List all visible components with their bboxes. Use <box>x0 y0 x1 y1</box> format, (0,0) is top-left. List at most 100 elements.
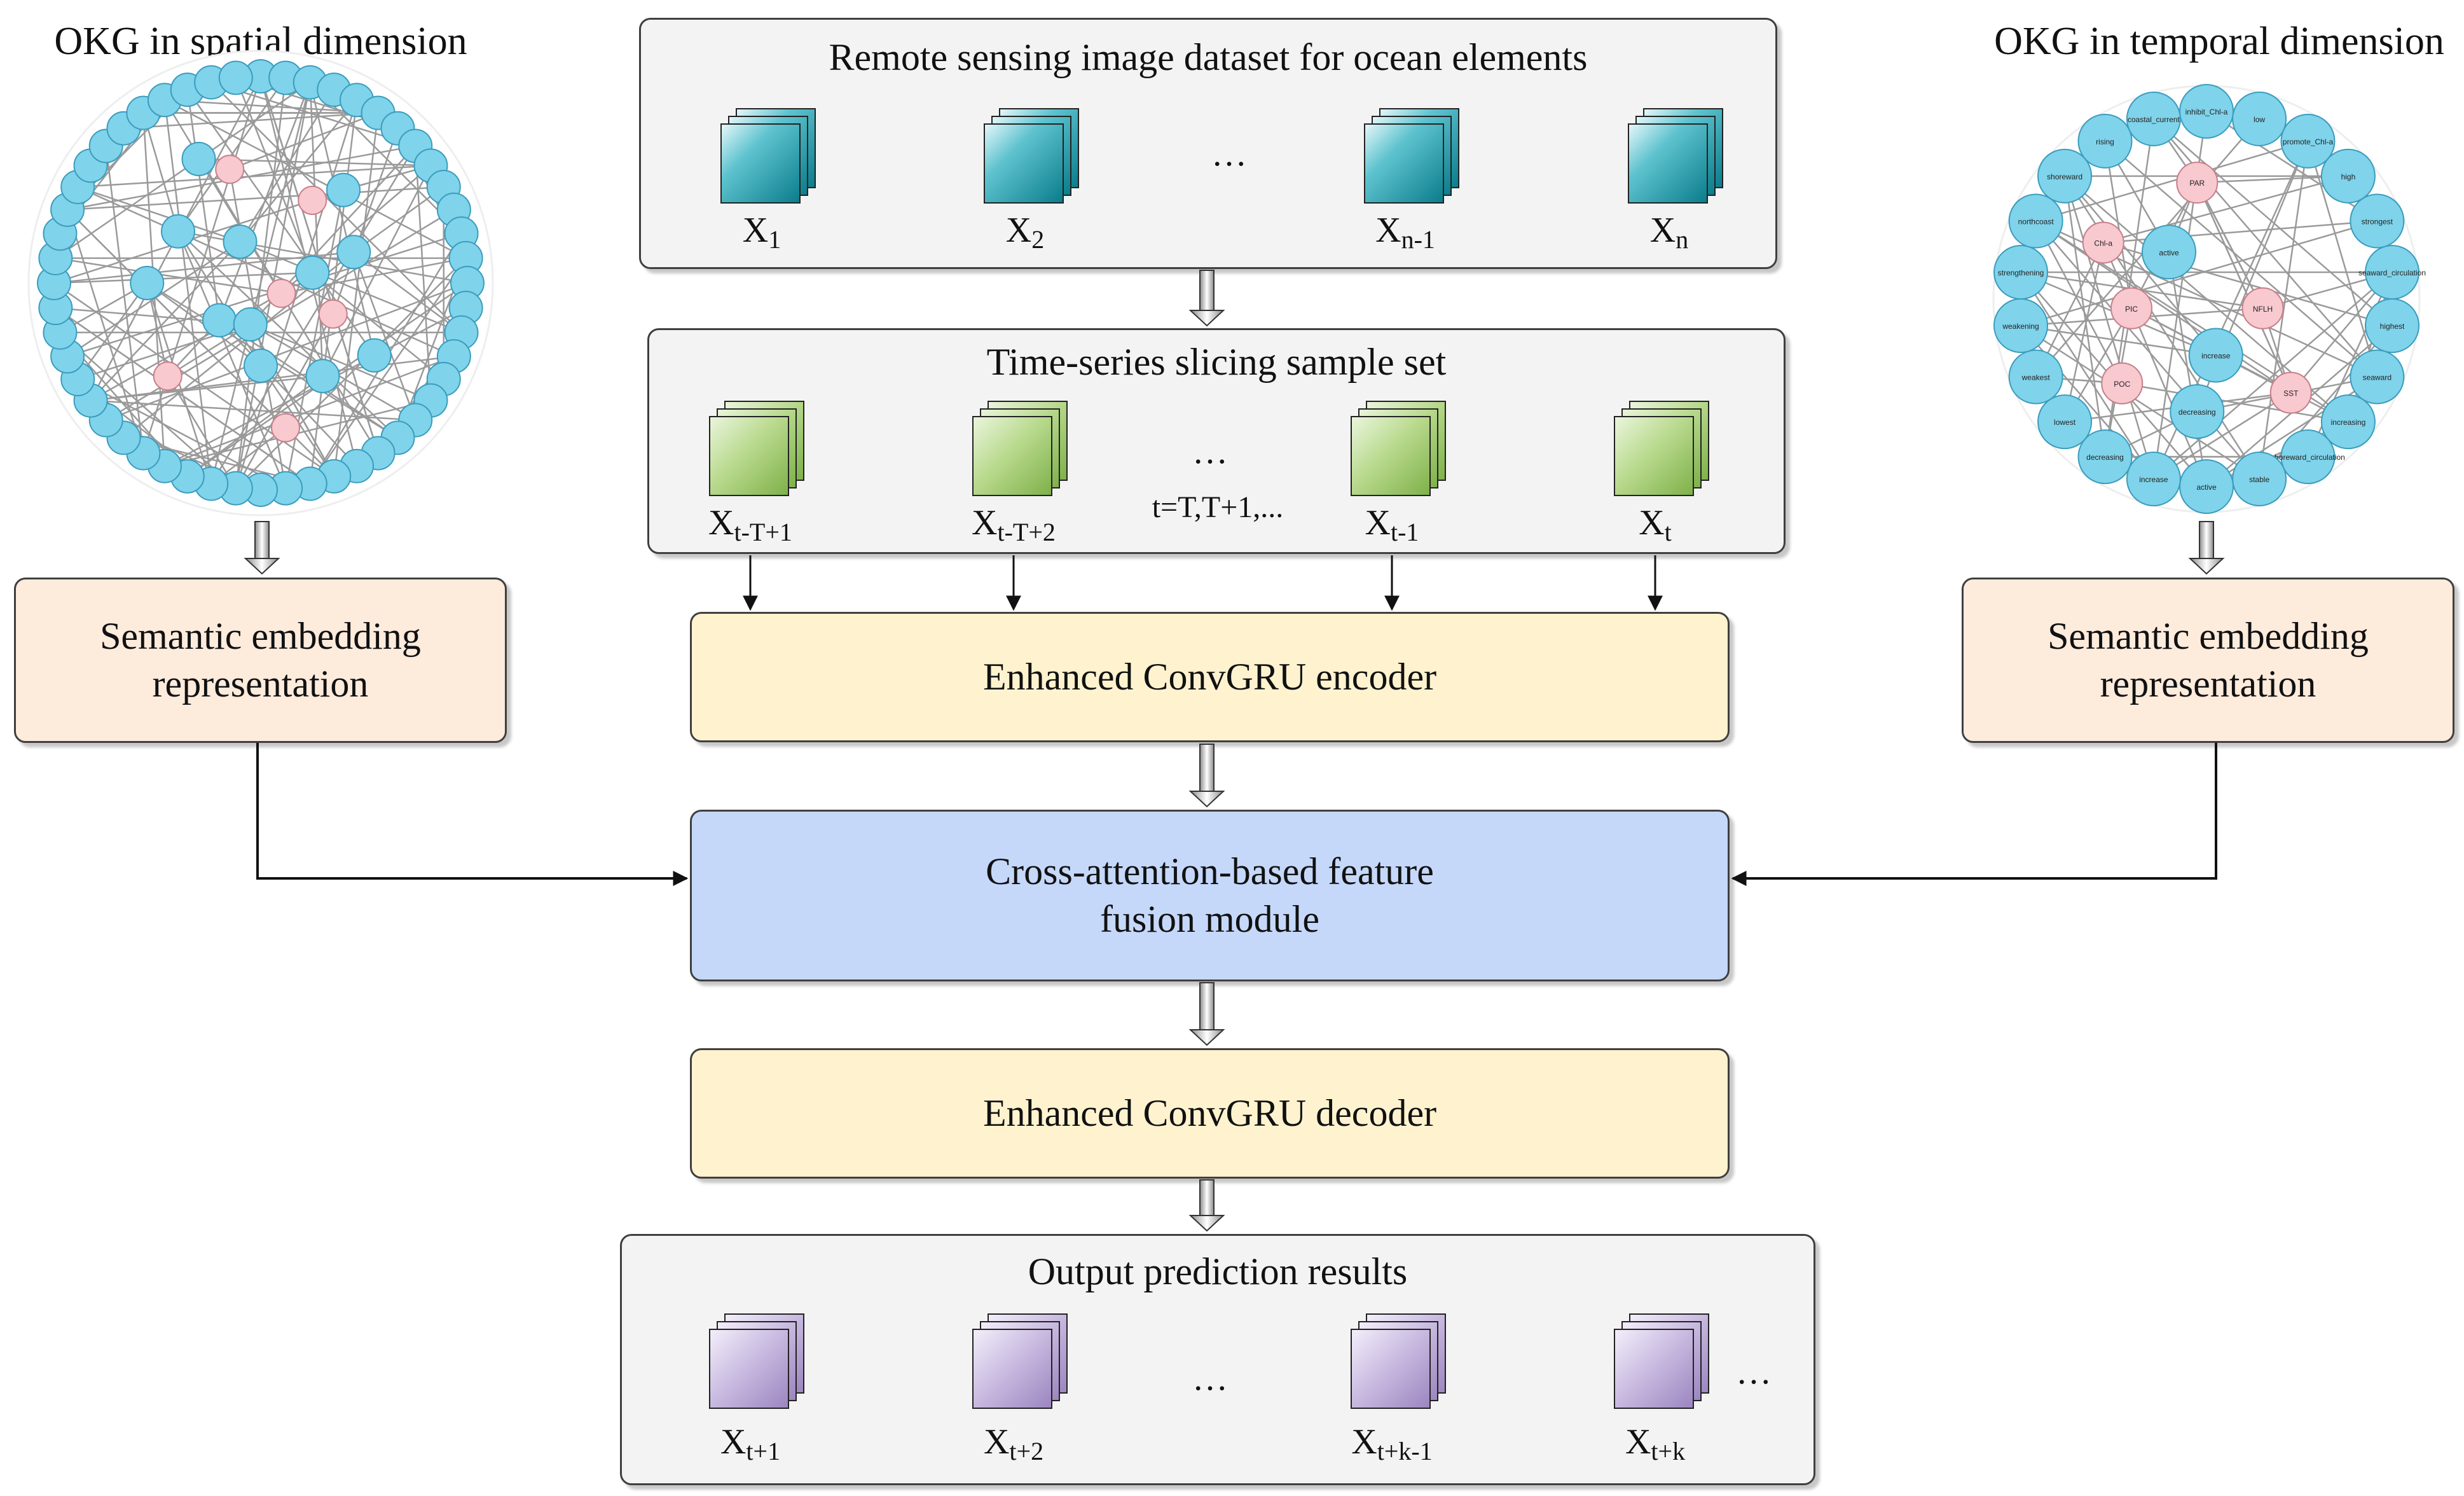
graph-edge <box>210 145 416 485</box>
decoder-label: Enhanced ConvGRU decoder <box>982 1092 1437 1134</box>
graph-node-blue <box>244 349 278 383</box>
stack-layer <box>720 123 801 204</box>
graph-node-label: coastal_current <box>2128 115 2180 124</box>
dataset-item-label-subscript: 2 <box>1031 225 1045 254</box>
graph-edge <box>2035 220 2261 480</box>
graph-node-blue <box>2170 384 2225 439</box>
graph-edge <box>2153 272 2393 480</box>
graph-node-blue <box>233 307 268 342</box>
dataset-item-label-base: X <box>1005 211 1032 250</box>
graph-edge <box>177 230 399 439</box>
graph-node-label: seaward_circulation <box>2358 268 2426 277</box>
graph-edge <box>2035 220 2292 394</box>
graph-edge <box>2020 324 2260 480</box>
graph-node-blue <box>326 172 361 207</box>
graph-node-label: NFLH <box>2253 305 2273 314</box>
graph-edge <box>164 356 455 467</box>
graph-edge <box>53 251 354 284</box>
graph-node-label: strengthening <box>1998 268 2044 277</box>
output-ellipsis: … <box>1192 1359 1232 1398</box>
output-trailing-ellipsis: … <box>1736 1352 1775 1392</box>
graph-node-pink <box>2176 162 2219 204</box>
graph-edge <box>2196 182 2264 309</box>
stack-layer <box>972 1329 1052 1409</box>
graph-edge <box>186 89 221 321</box>
graph-node-label: inhibit_Chl-a <box>2185 107 2228 116</box>
graph-edge <box>210 81 416 147</box>
graph-node-blue <box>2077 429 2133 485</box>
graph-edge <box>123 112 378 129</box>
dataset-item-label: X1 <box>666 210 857 254</box>
output-image-stack <box>1614 1313 1709 1409</box>
graph-node-label: shoreward <box>2047 172 2082 181</box>
slicing-ellipsis: … <box>1192 432 1232 471</box>
slicing-item-label-base: X <box>1365 503 1391 543</box>
dataset-item-label: Xn-1 <box>1310 210 1501 254</box>
stack-layer <box>1351 1329 1431 1409</box>
graph-node-label: Chl-a <box>2094 239 2112 248</box>
graph-node-blue <box>161 214 195 249</box>
dataset-item-label: X2 <box>930 210 1120 254</box>
output-image-stack <box>972 1313 1068 1409</box>
graph-node-label: strongest <box>2362 217 2393 226</box>
graph-edge <box>163 99 282 294</box>
decoder-box: Enhanced ConvGRU decoder <box>690 1048 1730 1179</box>
graph-node-blue <box>2126 91 2181 146</box>
graph-edge <box>2035 220 2123 384</box>
output-item-label: Xt+1 <box>655 1422 846 1466</box>
graph-edge <box>2020 272 2154 480</box>
dataset-item-label-subscript: 1 <box>768 225 781 254</box>
graph-node-label: weakest <box>2021 373 2051 382</box>
graph-edge <box>67 233 462 357</box>
graph-node-label: lowest <box>2054 418 2076 427</box>
graph-edge <box>55 257 282 294</box>
graph-edge <box>163 100 212 484</box>
stack-layer <box>972 416 1052 496</box>
graph-node-blue <box>2008 349 2063 405</box>
stack-layer <box>709 1329 789 1409</box>
graph-node-blue <box>2077 113 2133 169</box>
graph-node-label: seaward <box>2363 373 2392 382</box>
graph-node-blue <box>181 142 216 176</box>
graph-node-pink <box>215 155 245 184</box>
graph-node-blue <box>2008 193 2063 249</box>
graph-node-pink <box>153 361 182 391</box>
graph-node-pink <box>2110 287 2152 329</box>
graph-node-blue <box>223 225 258 259</box>
dataset-title: Remote sensing image dataset for ocean e… <box>829 36 1588 78</box>
graph-edge <box>55 307 311 485</box>
slicing-item-label: Xt-T+2 <box>918 502 1109 547</box>
graph-edge <box>2063 176 2106 457</box>
graph-node-label: stable <box>2249 475 2269 484</box>
graph-node-pink <box>266 279 296 308</box>
graph-edge <box>77 282 148 380</box>
graph-node-label: increase <box>2139 475 2168 484</box>
graph-node-blue <box>2364 298 2419 353</box>
graph-node-label: increase <box>2201 352 2231 361</box>
fusion-module-box: Cross-attention-based feature fusion mod… <box>690 810 1730 981</box>
graph-node-label: weakening <box>2002 322 2039 331</box>
graph-edge <box>77 186 455 357</box>
graph-edge <box>309 258 467 485</box>
slicing-item-label: Xt <box>1560 502 1751 547</box>
graph-edge <box>312 272 444 380</box>
output-image-stack <box>1351 1313 1446 1409</box>
slicing-box: Time-series slicing sample set <box>647 328 1786 554</box>
graph-node-blue <box>2280 429 2336 485</box>
temporal-graph-title: OKG in temporal dimension <box>1994 20 2444 63</box>
graph-node-blue <box>2350 193 2405 249</box>
graph-node-label: decreasing <box>2178 408 2216 417</box>
graph-node-pink <box>318 299 348 329</box>
dataset-item-label-base: X <box>742 211 769 250</box>
graph-node-pink <box>2082 221 2124 264</box>
dataset-item-label-subscript: n-1 <box>1401 225 1435 254</box>
dataset-image-stack <box>1364 108 1459 204</box>
slicing-item-label-base: X <box>1639 503 1665 543</box>
graph-edge <box>2307 141 2378 377</box>
output-item-label-base: X <box>983 1422 1010 1462</box>
graph-node-blue <box>1993 245 2049 300</box>
graph-edge <box>2063 176 2155 480</box>
graph-node-pink <box>2269 371 2312 414</box>
graph-node-label: decreasing <box>2086 453 2124 462</box>
